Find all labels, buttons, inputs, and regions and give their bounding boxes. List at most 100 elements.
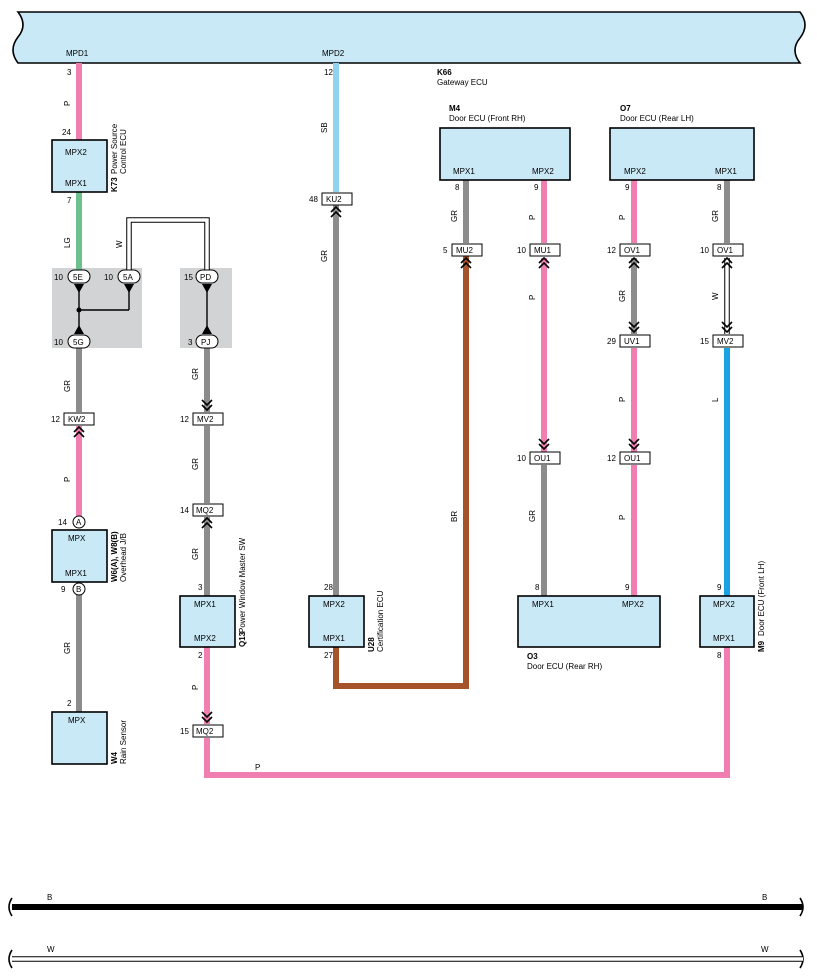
wire-label: P	[618, 397, 627, 402]
connector-ku2: KU2 48	[309, 192, 353, 218]
ecu-o3-box	[517, 595, 661, 648]
wire-label: GR	[320, 250, 329, 262]
connector-mu2: MU2 5	[443, 243, 483, 269]
bus-b-label-right: B	[762, 893, 767, 902]
ecu-m4-name: Door ECU (Front RH)	[449, 114, 526, 123]
wire-label: GR	[191, 368, 200, 380]
connector-ov1-left: OV1 12	[607, 243, 651, 269]
connector-ov1-left-label: OV1	[624, 246, 641, 255]
connector-ku2-label: KU2	[326, 195, 342, 204]
connector-uv1-label: UV1	[624, 337, 640, 346]
wire-label: W	[115, 240, 124, 248]
wire-label: GR	[618, 290, 627, 302]
gateway-name: Gateway ECU	[437, 78, 488, 87]
ecu-o3-pin-num-right: 9	[625, 583, 630, 592]
ecu-u28-pin-bottom: MPX1	[323, 634, 345, 643]
connector-mu2-label: MU2	[456, 246, 473, 255]
ecu-w4-pin-num: 2	[67, 699, 72, 708]
connector-5a-label: 5A	[123, 273, 133, 282]
ecu-u28-code: U28	[367, 637, 376, 652]
connector-pd-pin: 15	[184, 273, 193, 282]
connector-mq2-top: MQ2 14	[180, 503, 224, 529]
connector-mq2-bottom-pin: 15	[180, 727, 189, 736]
ecu-o7-pin-left: MPX2	[624, 167, 646, 176]
jb-tag-a	[72, 515, 86, 529]
gateway-pin-num-12: 12	[324, 68, 333, 77]
ecu-k73-caption: K73 Power Source Control ECU	[110, 123, 128, 192]
wire-label: L	[711, 397, 720, 402]
ecu-k73-box	[51, 139, 108, 193]
connector-ou1-right: OU1 12	[607, 438, 651, 465]
ecu-m9-pin-top: MPX2	[713, 600, 735, 609]
connector-kw2-pin: 12	[51, 415, 60, 424]
connector-uv1: UV1 29	[607, 321, 651, 348]
ecu-m4-pin-left: MPX1	[453, 167, 475, 176]
ecu-o3-pin-left: MPX1	[532, 600, 554, 609]
ecu-jb-code: W6(A), W8(B)	[110, 531, 119, 582]
wire-label: P	[618, 215, 627, 220]
connector-ku2-pin: 48	[309, 195, 318, 204]
bus-w-label-left: W	[47, 945, 55, 954]
ecu-k73-pin-num-top: 24	[62, 128, 71, 137]
wire-label: GR	[711, 210, 720, 222]
ecu-m9-pin-num-top: 9	[717, 583, 722, 592]
connector-mv2-left: MV2 12	[180, 399, 224, 426]
wire-label: GR	[63, 380, 72, 392]
ecu-m9-code: M9	[757, 640, 766, 652]
ecu-o7-box	[609, 127, 755, 181]
ecu-u28-pin-top: MPX2	[323, 600, 345, 609]
ecu-m4-code: M4	[449, 104, 461, 113]
ecu-q13-pin-num-bottom: 2	[198, 651, 203, 660]
connector-pd: PD 15	[184, 269, 219, 293]
ecu-w4-pin: MPX	[68, 716, 86, 725]
connector-5e-pin: 10	[54, 273, 63, 282]
connector-ov1-right-label: OV1	[717, 246, 734, 255]
ecu-m9-box	[699, 595, 755, 648]
ecu-u28-pin-num-top: 28	[324, 583, 333, 592]
wire-label: W	[711, 292, 720, 300]
connector-mv2-right: MV2 15	[700, 321, 744, 348]
wire-label: P	[191, 685, 200, 690]
ecu-o7-pin-num-left: 9	[625, 183, 630, 192]
ecu-q13-pin-bottom: MPX2	[194, 634, 216, 643]
bus-b: B B	[8, 893, 804, 917]
connector-ov1-right: OV1 10	[700, 243, 744, 269]
connector-pd-label: PD	[200, 273, 211, 282]
ecu-o7-code: O7	[620, 104, 631, 113]
ecu-o3-pin-num-left: 8	[535, 583, 540, 592]
ecu-w4-code: W4	[110, 751, 119, 764]
wire-label: P	[63, 101, 72, 106]
ecu-q13-code: Q13	[238, 631, 247, 647]
connector-ov1-right-pin: 10	[700, 246, 709, 255]
connector-pj-pin: 3	[188, 338, 193, 347]
ecu-jb-pin-num-bottom: 9	[61, 585, 66, 594]
connector-mv2-left-pin: 12	[180, 415, 189, 424]
ecu-w4-caption: W4 Rain Sensor	[110, 720, 128, 764]
connector-mu1-pin: 10	[517, 246, 526, 255]
connector-5g: 5G 10	[54, 325, 91, 349]
connector-mq2-top-label: MQ2	[196, 506, 214, 515]
wire-label: LG	[63, 237, 72, 248]
ecu-o7-pin-right: MPX1	[715, 167, 737, 176]
ecu-o7-pin-num-right: 8	[717, 183, 722, 192]
ecu-jb-pin-top: MPX	[68, 534, 86, 543]
ecu-jb-pin-bottom: MPX1	[65, 569, 87, 578]
ecu-k73-pin-num-bottom: 7	[67, 196, 72, 205]
wire-label: P	[618, 515, 627, 520]
connector-mv2-right-label: MV2	[717, 337, 734, 346]
connector-ov1-left-pin: 12	[607, 246, 616, 255]
connector-5e-label: 5E	[73, 273, 83, 282]
connector-ou1-left: OU1 10	[517, 438, 561, 465]
connector-pj-label: PJ	[201, 338, 210, 347]
connector-mu2-pin: 5	[443, 246, 448, 255]
gateway-code: K66	[437, 68, 452, 77]
gateway-pin-mpd2: MPD2	[322, 49, 345, 58]
ecu-u28-box	[308, 595, 365, 648]
ecu-m9-name: Door ECU (Front LH)	[757, 561, 766, 636]
ecu-m9-pin-bottom: MPX1	[713, 634, 735, 643]
ecu-m4-box	[439, 127, 571, 181]
bus-w-label-right: W	[761, 945, 769, 954]
ecu-q13-name: Power Window Master SW	[238, 537, 247, 633]
connector-mu1: MU1 10	[517, 243, 561, 269]
